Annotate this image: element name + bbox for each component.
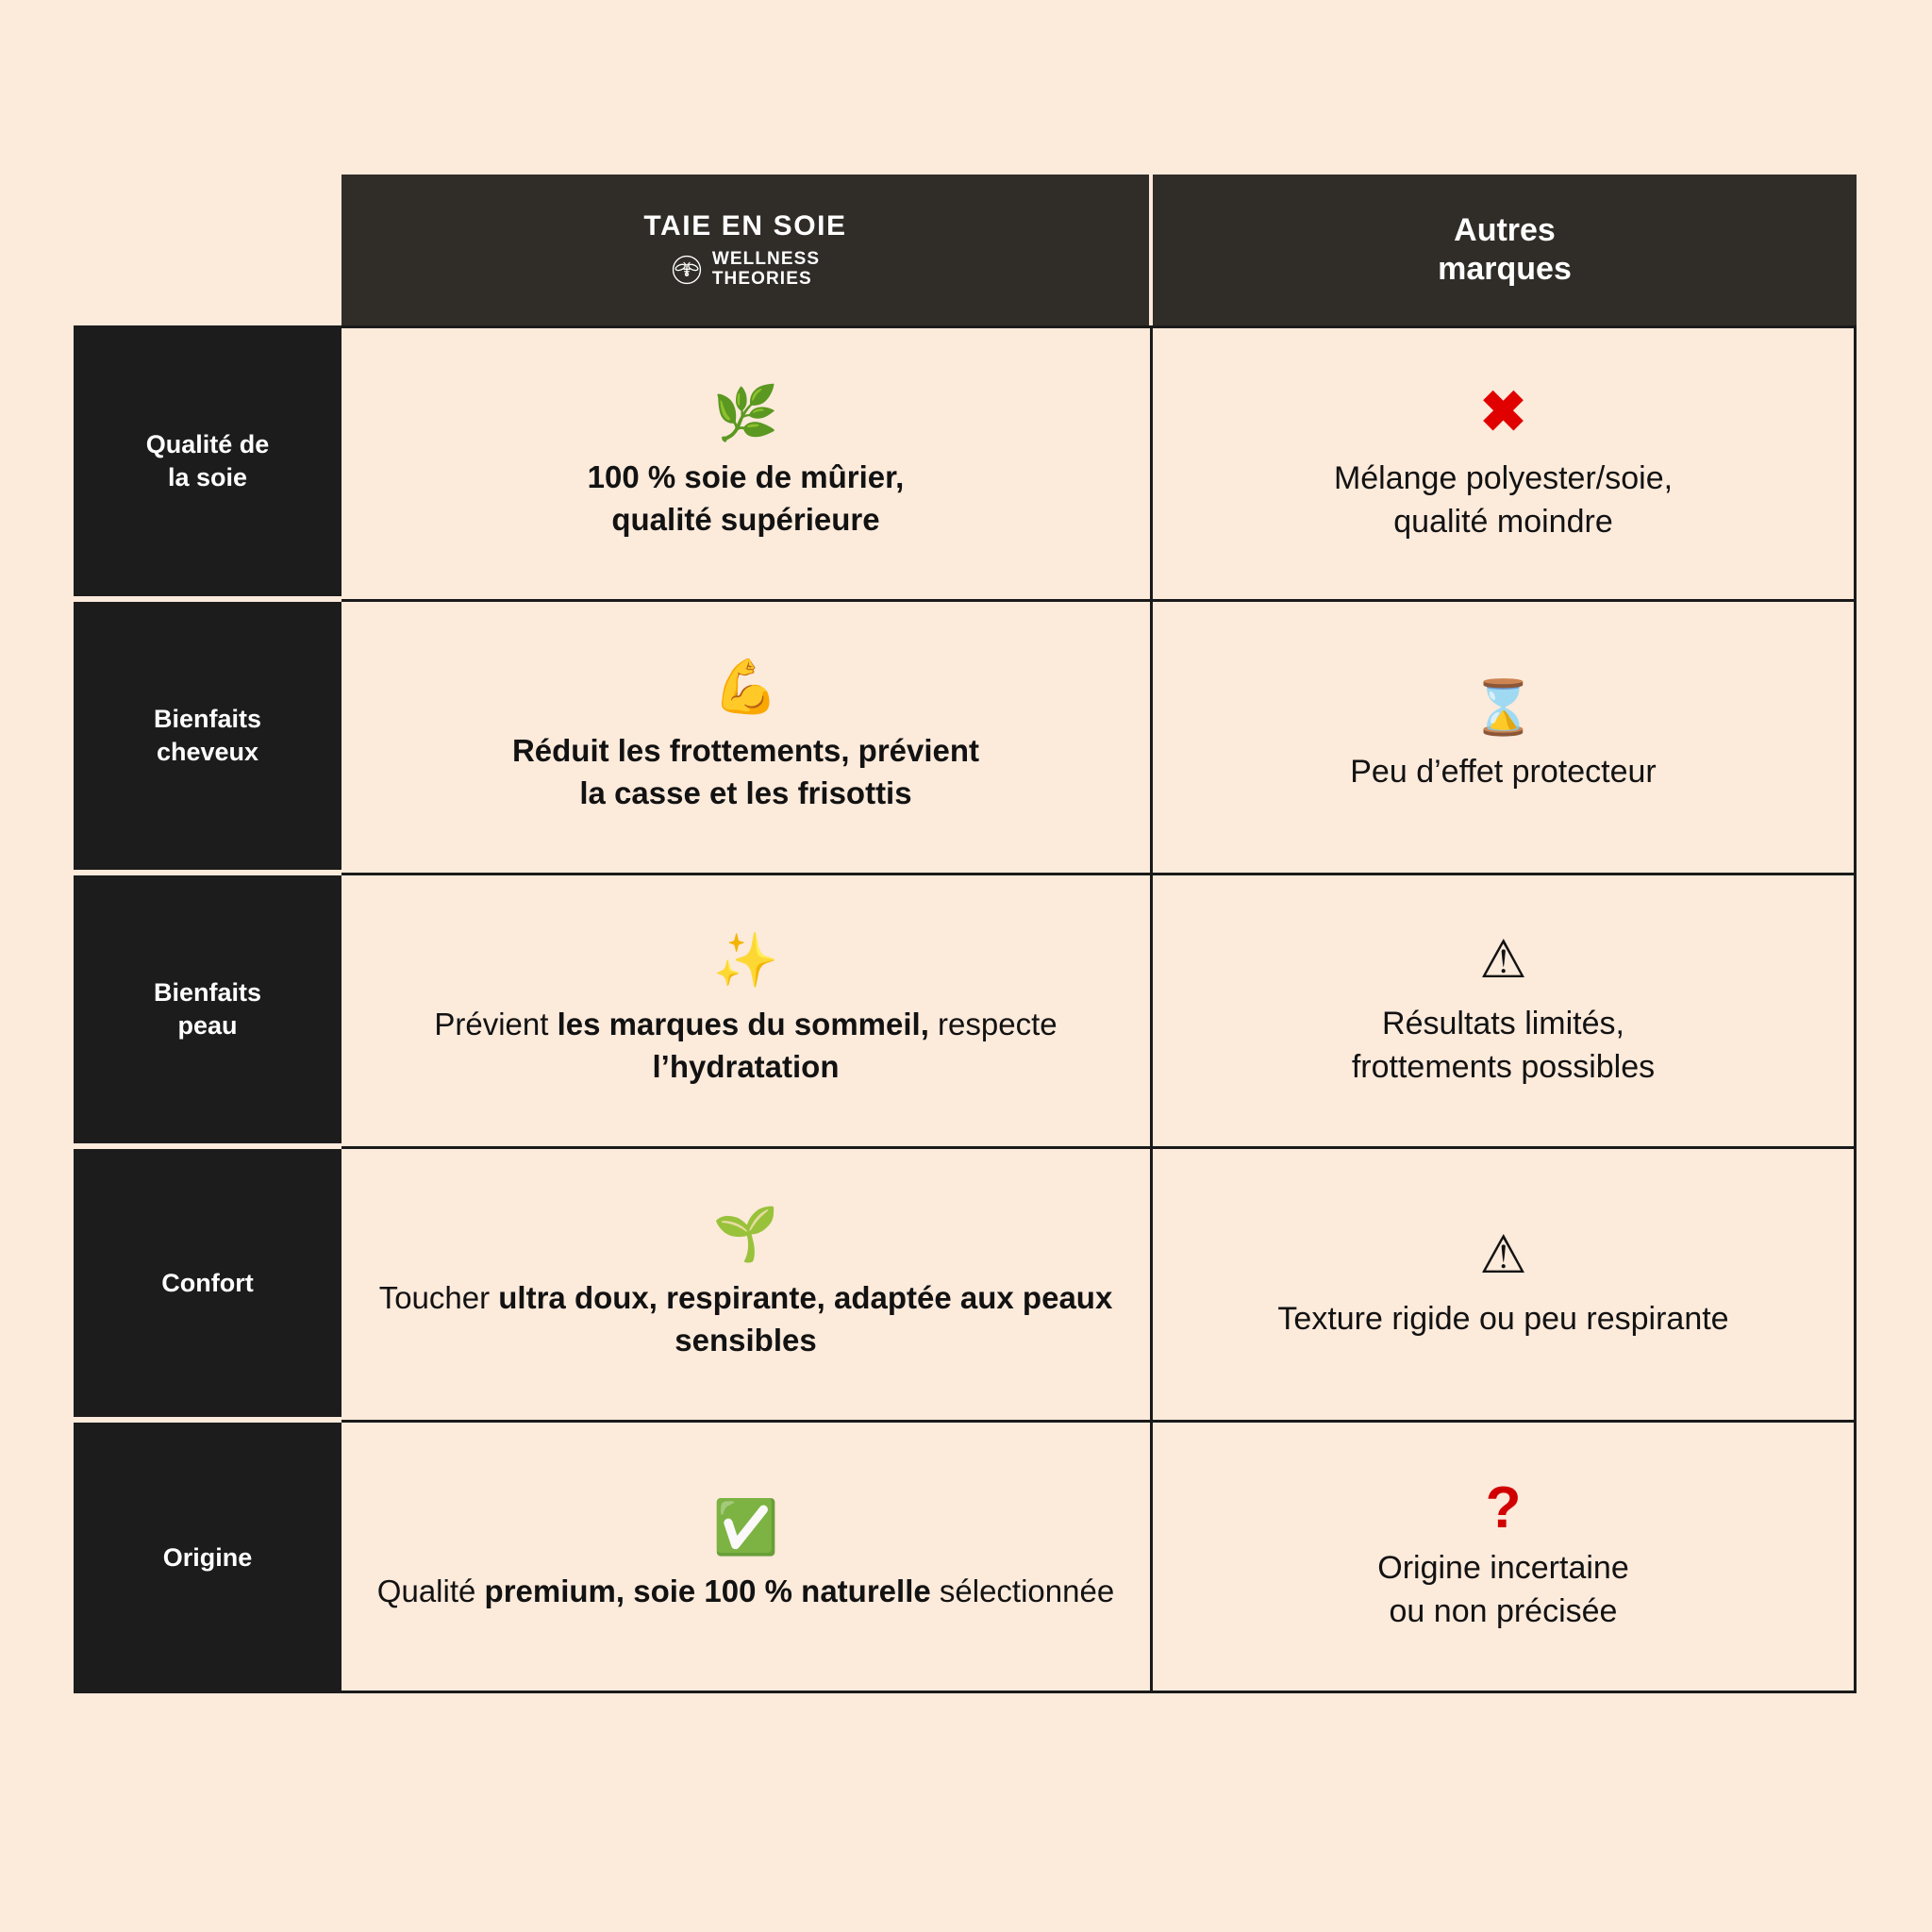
brand-subtitle: WELLNESS THEORIES	[711, 248, 821, 290]
cell-brand-text: 100 % soie de mûrier, qualité supérieure	[370, 457, 1122, 540]
table-row: Origine ✅ Qualité premium, soie 100 % na…	[74, 1420, 1857, 1693]
cell-text-segment-regular-2: respecte	[928, 1007, 1058, 1042]
other-title-line1: Autres	[1454, 211, 1556, 248]
red-question-mark-icon: ?	[1485, 1475, 1522, 1541]
cell-other-origine: ? Origine incertaine ou non précisée	[1153, 1420, 1857, 1693]
cell-brand-cheveux: 💪 Réduit les frottements, prévient la ca…	[341, 599, 1153, 873]
cell-other-text: Résultats limités, frottements possibles	[1181, 1003, 1825, 1089]
cell-text-line1: Texture rigide ou peu respirante	[1277, 1300, 1729, 1337]
row-label-line1: Bienfaits	[153, 705, 262, 734]
comparison-table: TAIE EN SOIE	[74, 175, 1857, 1693]
flexed-biceps-icon: 💪	[712, 657, 779, 717]
header-corner-spacer	[74, 175, 341, 325]
cell-text-line1: 100 % soie de mûrier,	[587, 459, 905, 495]
row-label-line2: peau	[177, 1011, 238, 1040]
cell-text-line1: Mélange polyester/soie,	[1333, 459, 1674, 496]
cell-text-segment-regular: Toucher	[378, 1280, 499, 1316]
cell-text-segment-bold: ultra doux, respirante, adaptée aux peau…	[498, 1280, 1113, 1357]
cell-other-text: Origine incertaine ou non précisée	[1181, 1547, 1825, 1633]
cell-other-text: Peu d’effet protecteur	[1181, 751, 1825, 794]
table-body: Qualité de la soie 🌿 100 % soie de mûrie…	[74, 325, 1857, 1693]
cell-brand-text: Toucher ultra doux, respirante, adaptée …	[370, 1277, 1122, 1360]
row-label-origine: Origine	[74, 1420, 341, 1693]
cell-other-confort: ⚠ Texture rigide ou peu respirante	[1153, 1146, 1857, 1420]
table-header: TAIE EN SOIE	[74, 175, 1857, 325]
cell-brand-qualite: 🌿 100 % soie de mûrier, qualité supérieu…	[341, 325, 1153, 599]
table-row: Bienfaits peau ✨ Prévient les marques du…	[74, 873, 1857, 1146]
other-brands-title: Autres marques	[1172, 211, 1838, 290]
other-title-line2: marques	[1438, 251, 1572, 287]
cell-text-line1: Réduit les frottements, prévient	[511, 733, 980, 769]
cell-text-line1: Résultats limités,	[1382, 1005, 1624, 1041]
cell-text-line1: Origine incertaine	[1377, 1550, 1629, 1587]
cell-text-segment-bold: premium, soie 100 % naturelle	[484, 1573, 931, 1608]
brand-title: TAIE EN SOIE	[643, 210, 847, 242]
cell-brand-text: Réduit les frottements, prévient la cass…	[370, 730, 1122, 813]
cell-text-line2: frottements possibles	[1351, 1048, 1656, 1085]
cell-other-text: Texture rigide ou peu respirante	[1181, 1298, 1825, 1341]
herb-leaf-icon: 🌿	[712, 383, 779, 443]
cell-text-line2: ou non précisée	[1389, 1593, 1618, 1629]
table-row: Confort 🌱 Toucher ultra doux, respirante…	[74, 1146, 1857, 1420]
cell-other-peau: ⚠ Résultats limités, frottements possibl…	[1153, 873, 1857, 1146]
brand-subtitle-line1: WELLNESS	[711, 248, 821, 269]
cell-text-segment-regular: Prévient	[434, 1007, 558, 1042]
seedling-icon: 🌱	[712, 1204, 779, 1264]
brand-subtitle-line2: THEORIES	[711, 268, 812, 289]
header-row: TAIE EN SOIE	[74, 175, 1857, 325]
cell-brand-origine: ✅ Qualité premium, soie 100 % naturelle …	[341, 1420, 1153, 1693]
header-brand-column: TAIE EN SOIE	[341, 175, 1153, 325]
row-label-bienfaits-cheveux: Bienfaits cheveux	[74, 599, 341, 873]
comparison-table-wrapper: TAIE EN SOIE	[74, 175, 1857, 1693]
cell-text-segment-regular: Qualité	[376, 1573, 485, 1608]
cell-brand-peau: ✨ Prévient les marques du sommeil, respe…	[341, 873, 1153, 1146]
cell-text-line2: qualité supérieure	[611, 501, 880, 537]
hourglass-icon: ⌛	[1470, 676, 1537, 737]
row-label-line1: Bienfaits	[153, 978, 262, 1008]
red-cross-mark-icon: ✖	[1479, 379, 1527, 443]
cell-other-cheveux: ⌛ Peu d’effet protecteur	[1153, 599, 1857, 873]
row-label-line2: la soie	[167, 462, 248, 491]
cell-text-line1: Peu d’effet protecteur	[1350, 753, 1657, 790]
warning-triangle-icon: ⚠	[1479, 928, 1527, 989]
cell-text-segment-regular-2: sélectionnée	[930, 1573, 1115, 1608]
cell-other-qualite: ✖ Mélange polyester/soie, qualité moindr…	[1153, 325, 1857, 599]
row-label-line1: Origine	[162, 1543, 253, 1573]
bee-in-circle-icon	[671, 254, 703, 286]
row-label-line1: Confort	[161, 1268, 254, 1297]
header-other-column: Autres marques	[1153, 175, 1857, 325]
row-label-line1: Qualité de	[145, 429, 270, 458]
cell-other-text: Mélange polyester/soie, qualité moindre	[1181, 458, 1825, 543]
brand-sublogo: WELLNESS THEORIES	[360, 248, 1130, 290]
green-check-mark-icon: ✅	[712, 1496, 779, 1557]
row-label-confort: Confort	[74, 1146, 341, 1420]
cell-brand-text: Prévient les marques du sommeil, respect…	[370, 1004, 1122, 1087]
row-label-qualite-de-la-soie: Qualité de la soie	[74, 325, 341, 599]
cell-brand-confort: 🌱 Toucher ultra doux, respirante, adapté…	[341, 1146, 1153, 1420]
cell-brand-text: Qualité premium, soie 100 % naturelle sé…	[370, 1571, 1122, 1612]
cell-text-segment-bold: les marques du sommeil,	[557, 1007, 929, 1042]
warning-triangle-icon: ⚠	[1479, 1224, 1527, 1284]
row-label-line2: cheveux	[156, 738, 259, 766]
table-row: Bienfaits cheveux 💪 Réduit les frottemen…	[74, 599, 1857, 873]
cell-text-line2: la casse et les frisottis	[579, 774, 912, 810]
sparkles-icon: ✨	[712, 930, 779, 991]
table-row: Qualité de la soie 🌿 100 % soie de mûrie…	[74, 325, 1857, 599]
cell-text-segment-bold-2: l’hydratation	[652, 1048, 840, 1084]
row-label-bienfaits-peau: Bienfaits peau	[74, 873, 341, 1146]
cell-text-line2: qualité moindre	[1393, 503, 1613, 540]
